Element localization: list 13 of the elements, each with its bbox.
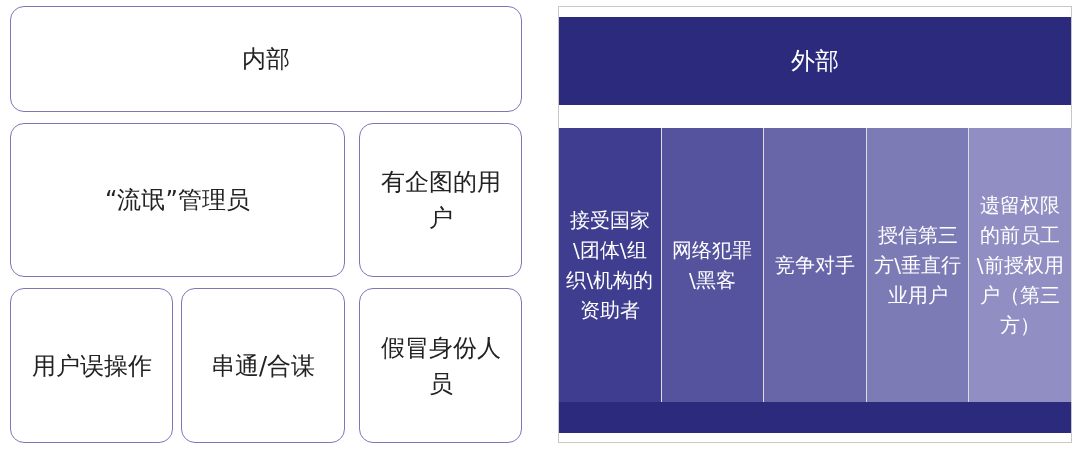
category-column: 授信第三方\垂直行业用户 (866, 128, 970, 402)
category-box: “流氓”管理员 (10, 123, 345, 277)
category-column: 遗留权限的前员工\前授权用户（第三方） (969, 128, 1072, 402)
category-box: 有企图的用户 (359, 123, 522, 277)
category-column: 网络犯罪\黑客 (661, 128, 765, 402)
category-box: 假冒身份人员 (359, 288, 522, 443)
category-column: 接受国家\团体\组织\机构的资助者 (559, 128, 662, 402)
category-box: 内部 (10, 6, 522, 112)
category-box: 用户误操作 (10, 288, 173, 443)
category-column: 竞争对手 (764, 128, 867, 402)
panel-background (558, 6, 1072, 443)
panel-title: 外部 (791, 46, 839, 77)
category-box: 串通/合谋 (181, 288, 345, 443)
